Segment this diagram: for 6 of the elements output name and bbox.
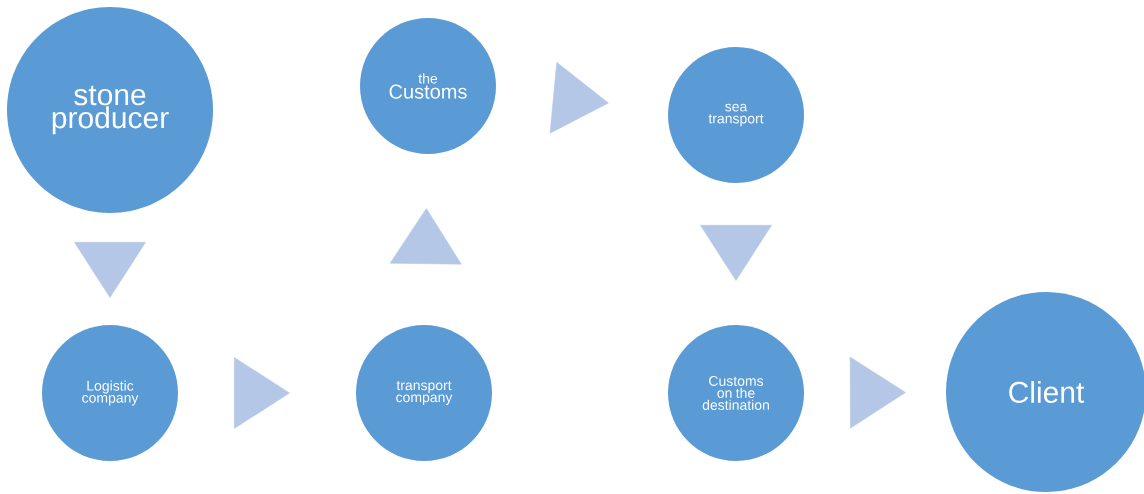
arrow <box>389 208 462 265</box>
arrow <box>74 241 146 298</box>
arrow <box>700 224 772 281</box>
arrow <box>549 62 609 134</box>
arrow <box>233 357 290 429</box>
arrow <box>849 356 906 429</box>
